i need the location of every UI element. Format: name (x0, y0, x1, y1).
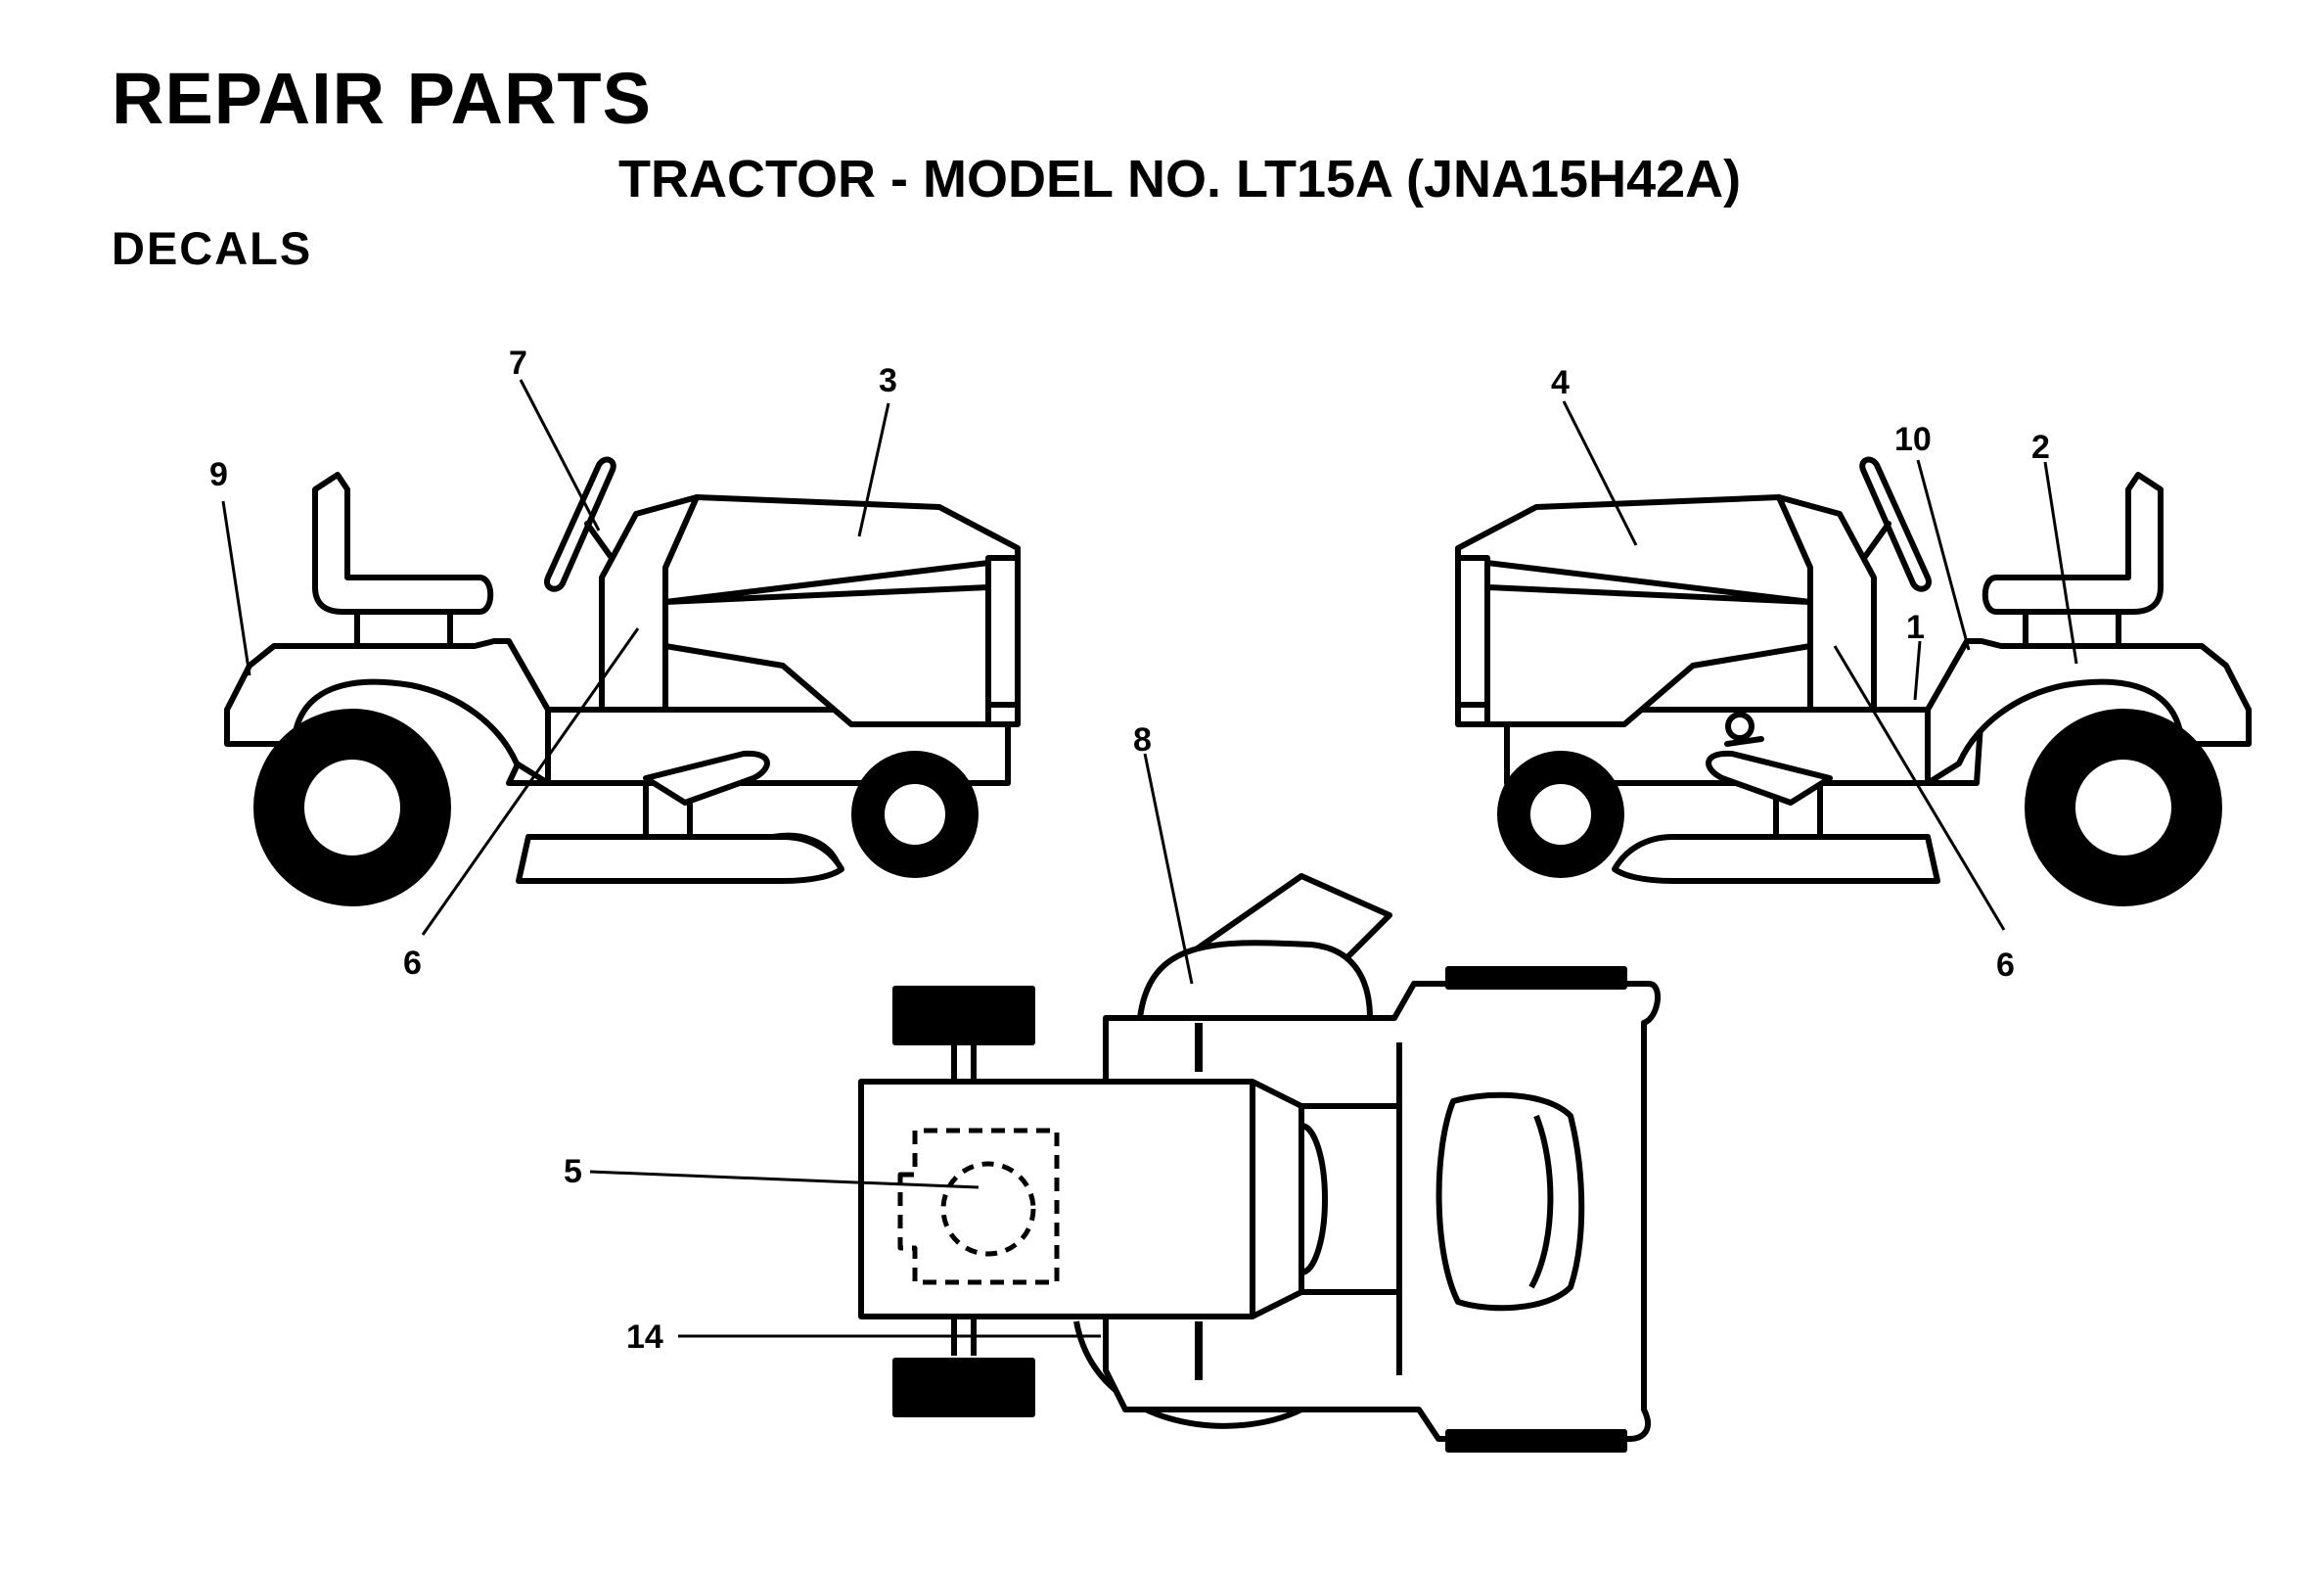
callout-9: 9 (209, 456, 228, 493)
leader-line-10 (1916, 459, 1971, 651)
leader-line-4 (1562, 400, 1638, 546)
leader-line-7 (519, 379, 601, 532)
callout-6-left: 6 (403, 945, 422, 982)
leader-line-9 (221, 500, 251, 676)
callout-3: 3 (879, 362, 897, 399)
tractor-right-side-view-icon (1455, 456, 2252, 906)
callout-8: 8 (1133, 721, 1152, 759)
callout-6-right: 6 (1996, 947, 2015, 984)
leader-line-6-left (421, 627, 640, 936)
callout-2: 2 (2031, 429, 2050, 466)
callout-numbers: 1 2 3 4 5 6 6 7 8 9 10 14 (209, 345, 2050, 1356)
callout-5: 5 (564, 1153, 582, 1190)
callout-1: 1 (1906, 609, 1925, 646)
tractor-top-view-icon (858, 873, 1662, 1453)
page-title: REPAIR PARTS (112, 58, 652, 139)
leader-line-1 (1913, 640, 1922, 701)
model-subtitle: TRACTOR - MODEL NO. LT15A (JNA15H42A) (618, 150, 1742, 208)
leader-line-3 (857, 402, 890, 537)
section-heading: DECALS (112, 222, 313, 274)
leader-line-6-right (1833, 645, 2006, 931)
callout-7: 7 (509, 345, 527, 382)
callout-4: 4 (1551, 364, 1570, 401)
callout-10: 10 (1894, 421, 1932, 458)
tractor-left-side-view-icon (224, 456, 1021, 906)
leader-lines (221, 379, 2078, 1338)
leader-line-8 (1143, 753, 1194, 985)
callout-14: 14 (626, 1318, 663, 1356)
leader-line-5 (589, 1170, 980, 1189)
leader-line-2 (2043, 461, 2078, 665)
